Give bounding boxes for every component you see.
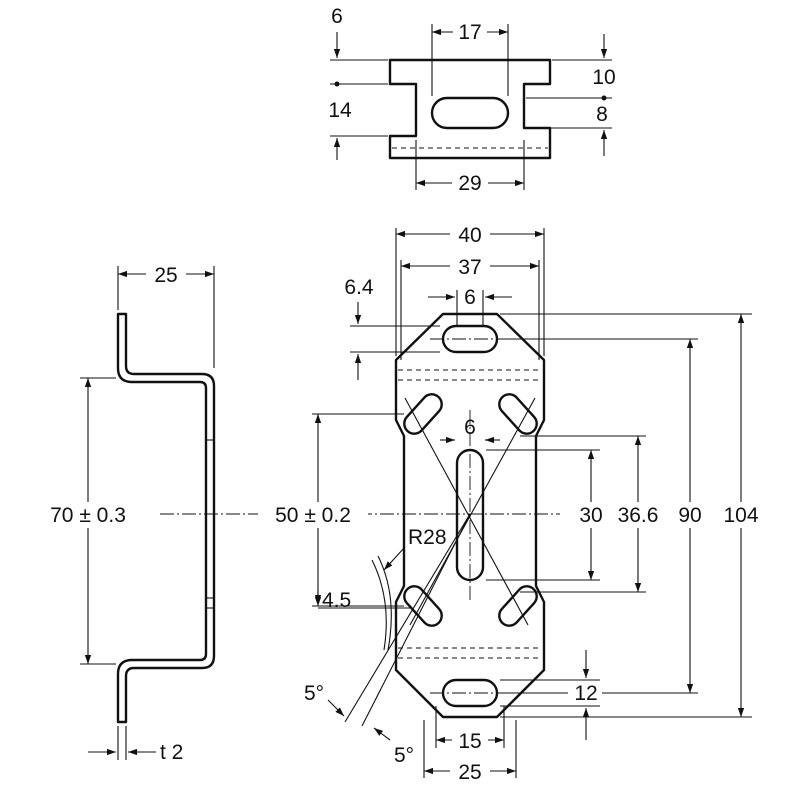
dim-label-6-4: 6.4 [344,276,374,299]
front-view-outline [394,312,546,719]
dim-label-15: 15 [458,730,481,753]
front-view: R28 40 37 6 6.4 6 50 ± 0.2 [160,222,766,784]
dim-label-40: 40 [458,224,481,247]
dim-label-36-6: 36.6 [618,504,659,527]
dim-label-angle-left: 5° [304,682,324,705]
angled-slot-lower-right [498,585,538,627]
dim-label-r28: R28 [408,526,447,549]
top-view: 17 29 6 14 10 8 [328,5,616,195]
dim-label-6-top: 6 [331,5,343,28]
dim-label-8: 8 [596,103,608,126]
dim-label-4-5: 4.5 [322,589,351,612]
side-view: 25 70 ± 0.3 t 2 [30,262,216,764]
dim-label-17: 17 [458,21,481,44]
dim-label-flange-25: 25 [154,264,177,287]
top-view-slot [430,96,510,130]
dim-label-90: 90 [678,504,701,527]
dim-label-thickness: t 2 [160,741,183,764]
dim-label-37: 37 [458,256,481,279]
dim-label-30: 30 [579,504,602,527]
dim-label-70: 70 ± 0.3 [50,504,126,527]
angled-slot-lower-left [403,585,443,627]
top-view-outline [388,58,552,160]
dim-label-104: 104 [723,504,758,527]
dim-label-25-bottom: 25 [458,761,481,784]
dim-label-angle-bottom: 5° [394,744,414,767]
dim-label-6-center-slot: 6 [464,416,476,439]
dim-label-10: 10 [592,66,615,89]
dim-label-12: 12 [574,682,597,705]
dim-label-29: 29 [458,172,481,195]
side-view-profile [116,312,216,724]
dim-label-6-top-slot: 6 [464,286,476,309]
dim-label-14: 14 [328,99,352,122]
angled-slot-upper-left [403,393,443,435]
angled-slot-upper-right [498,393,538,435]
dim-label-50: 50 ± 0.2 [275,504,351,527]
